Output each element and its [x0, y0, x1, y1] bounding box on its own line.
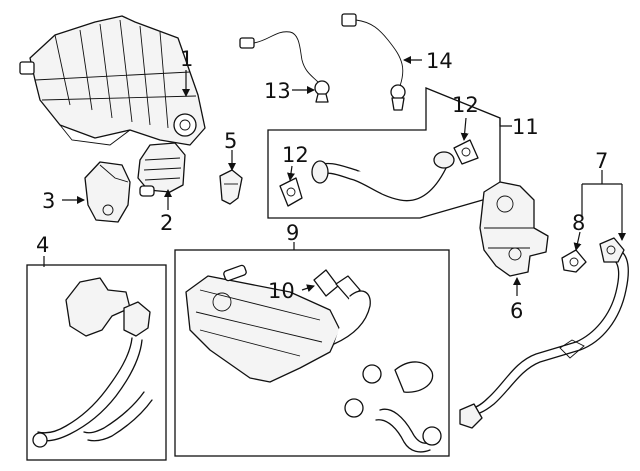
part-11-egr-pipe[interactable] — [311, 151, 455, 202]
callout-1: 1 — [180, 47, 193, 71]
frame-11 — [267, 87, 501, 219]
callout-labels: 1 2 3 4 5 6 7 8 9 10 11 12 12 13 14 — [36, 47, 608, 323]
part-13-sensor[interactable] — [239, 31, 330, 103]
callout-3: 3 — [42, 189, 55, 213]
part-1-canister[interactable] — [19, 15, 206, 146]
callout-5: 5 — [224, 129, 237, 153]
part-14-sensor[interactable] — [341, 13, 406, 111]
part-7-egr-tube[interactable] — [459, 237, 629, 429]
callout-14: 14 — [426, 49, 453, 73]
callout-7: 7 — [595, 149, 608, 173]
part-12-gasket-left[interactable] — [279, 177, 303, 207]
callout-4: 4 — [36, 233, 49, 257]
callout-13: 13 — [264, 79, 291, 103]
callout-10: 10 — [268, 279, 295, 303]
callout-12-left: 12 — [282, 143, 309, 167]
part-6-egr-valve[interactable] — [479, 181, 549, 277]
part-4-hose-assembly[interactable] — [32, 277, 153, 448]
part-9-cooler-hoses[interactable] — [333, 290, 442, 453]
frame-9 — [174, 249, 450, 457]
part-9-egr-cooler[interactable] — [185, 264, 341, 383]
callout-6: 6 — [510, 299, 523, 323]
frame-4 — [26, 264, 167, 461]
leader-lines — [43, 56, 626, 296]
callout-12-right: 12 — [452, 93, 479, 117]
callout-11: 11 — [512, 115, 539, 139]
part-12-gasket-right[interactable] — [453, 139, 479, 165]
part-2-purge-valve[interactable] — [137, 142, 186, 197]
callout-9: 9 — [286, 221, 299, 245]
part-5-connector[interactable] — [219, 169, 243, 205]
part-3-bracket[interactable] — [84, 161, 131, 223]
callout-8: 8 — [572, 211, 585, 235]
part-8-gasket[interactable] — [561, 249, 587, 273]
callout-2: 2 — [160, 211, 173, 235]
